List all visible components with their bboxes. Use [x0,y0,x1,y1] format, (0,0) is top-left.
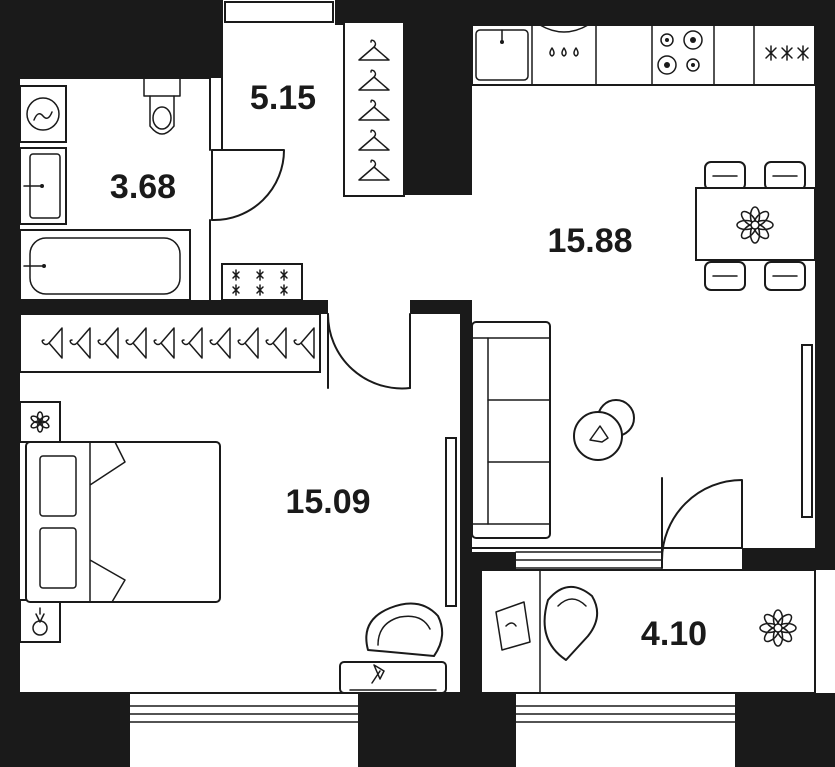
dining-table [695,161,816,291]
armchair-icon [365,602,444,657]
room-area-bedroom: 15.09 [285,483,370,521]
windows [129,1,736,767]
door-bathroom [211,149,285,222]
bed [19,401,221,643]
door-balcony [661,479,743,561]
desk-area [339,602,447,694]
living-furniture [471,161,816,539]
sink-bath-icon [19,147,67,225]
shoe-rack [221,263,303,301]
window-bedroom [129,695,359,767]
balcony-furniture [495,586,797,661]
window-balcony [515,695,736,767]
hall-wardrobe [343,21,405,197]
bathroom-fixtures [19,77,191,301]
coffee-table [573,399,635,461]
doors [211,149,743,561]
room-area-balcony: 4.10 [641,615,707,653]
bedroom-wardrobe [19,313,321,373]
kitchen-counter [471,24,816,86]
sink-icon [475,29,529,81]
room-area-hall: 5.15 [250,79,316,117]
bathtub-icon [19,229,191,301]
room-area-bathroom: 3.68 [110,168,176,206]
room-area-kitchen-living: 15.88 [547,222,632,260]
door-bedroom [326,313,411,390]
area-labels: 3.68 5.15 15.88 15.09 4.10 [110,79,707,653]
stove-icon [657,30,703,75]
toilet-icon [143,77,181,135]
flower-icon [759,609,797,647]
sofa [471,321,551,539]
dishwasher-icon [539,24,589,57]
armchair-icon [543,586,599,661]
book-icon [495,601,531,651]
washing-machine-icon [19,85,67,143]
lamp-icon [32,607,48,636]
desk-lamp-icon [349,664,437,691]
fridge-icon [765,45,809,61]
